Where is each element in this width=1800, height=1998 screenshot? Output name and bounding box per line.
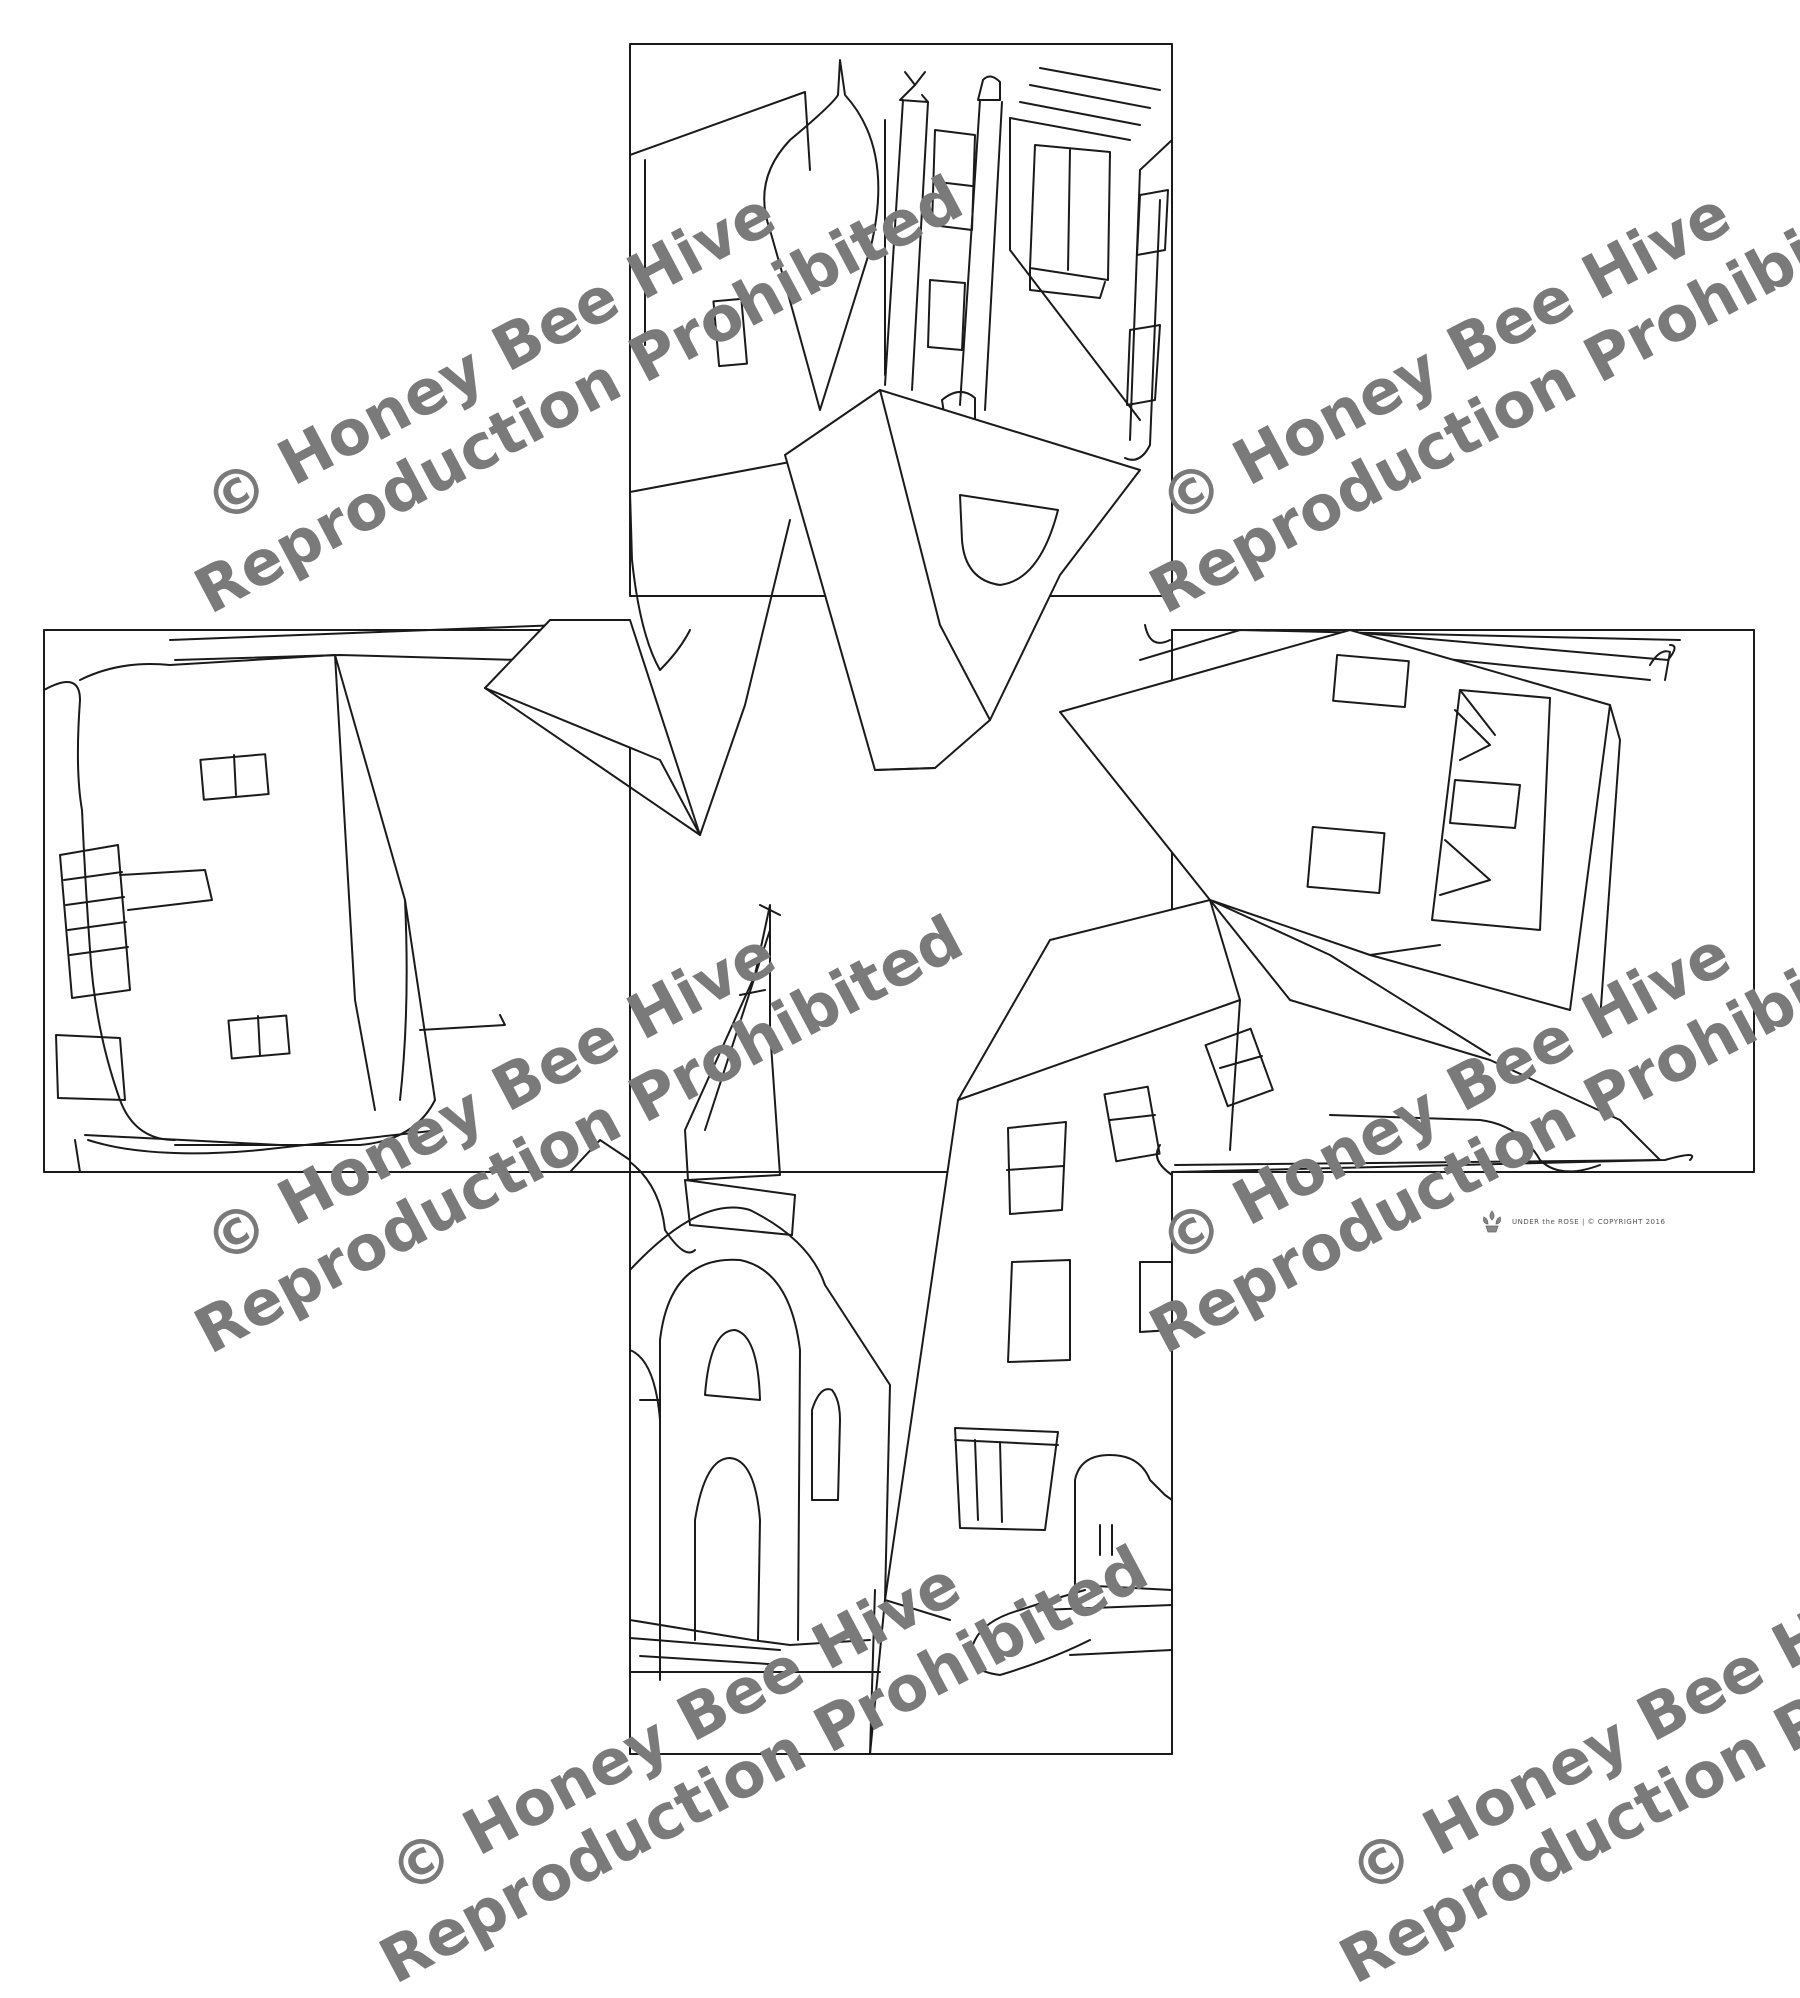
left-panel-buildings: [43, 619, 701, 1173]
fleur-emblem-icon: [1483, 1210, 1501, 1233]
top-panel-buildings: [629, 59, 1173, 836]
bottom-left-church: [629, 904, 891, 1755]
cross-shaped-line-art: [43, 43, 1755, 1755]
publisher-mark: UNDER the ROSE | © COPYRIGHT 2016: [1478, 1208, 1665, 1236]
bottom-right-house: [869, 899, 1694, 1755]
publisher-mark-text: UNDER the ROSE | © COPYRIGHT 2016: [1512, 1218, 1666, 1226]
center-strokes: [1144, 624, 1173, 1176]
right-panel: [1171, 629, 1755, 1173]
left-panel: [43, 629, 631, 1173]
